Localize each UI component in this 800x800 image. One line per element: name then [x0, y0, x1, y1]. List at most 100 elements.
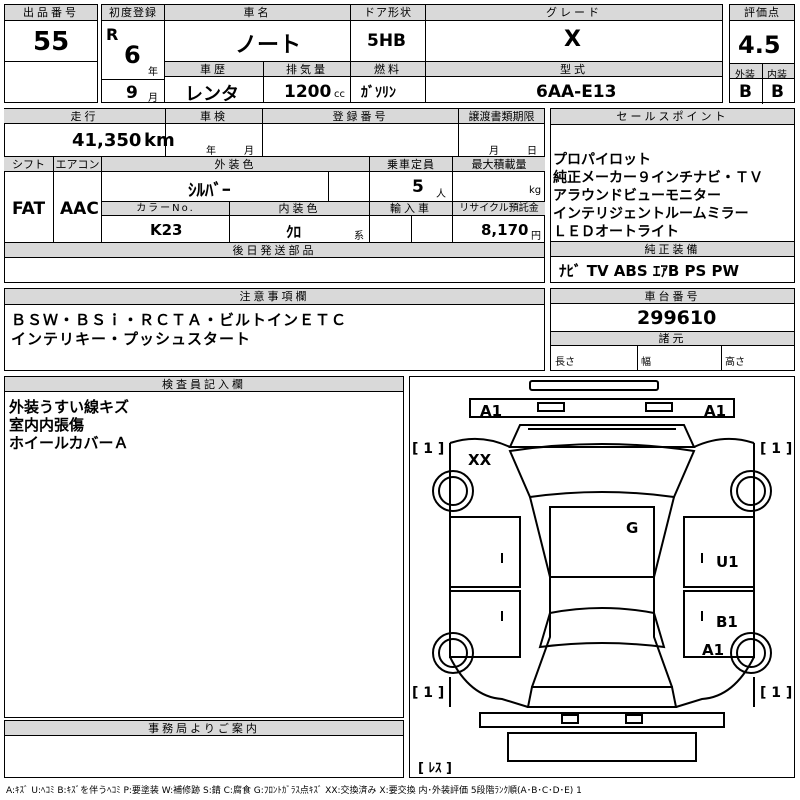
- mark-a1-front-right: A1: [704, 402, 727, 420]
- mark-u1: U1: [716, 553, 739, 571]
- exterior-label: 外装: [735, 70, 755, 81]
- capacity-cell: 乗車定員 5 人: [370, 157, 453, 201]
- car-name-value: ノート: [235, 33, 302, 58]
- chassis-value: 299610: [637, 307, 717, 329]
- transfer-day-unit: 日: [527, 146, 537, 157]
- notes-line-2: インテリキー・プッシュスタート: [11, 330, 252, 348]
- chassis-label: 車台番号: [551, 289, 794, 304]
- displacement-label: 排気量: [264, 62, 350, 77]
- ac-cell: エアコン AAC: [54, 157, 102, 243]
- era-value: R: [106, 25, 119, 44]
- maxload-label: 最大積載量: [453, 157, 545, 172]
- fuel-box: 燃料 ｶﾞｿﾘﾝ: [350, 61, 426, 103]
- shift-value: FAT: [12, 199, 46, 219]
- legend-text: A:ｷｽﾞ U:ﾍｺﾐ B:ｷｽﾞを伴うﾍｺﾐ P:要塗装 W:補修跡 S:錆 …: [6, 786, 582, 796]
- maxload-cell: 最大積載量 kg: [453, 157, 545, 201]
- model-value: 6AA-E13: [536, 82, 617, 102]
- capacity-unit: 人: [436, 189, 446, 200]
- shift-cell: シフト FAT: [4, 157, 54, 243]
- exterior-grade: B: [739, 82, 752, 102]
- import-cell: 輸入車: [370, 202, 453, 243]
- inspector-label: 検査員記入欄: [5, 377, 403, 392]
- mark-g: G: [626, 519, 639, 537]
- inspector-box: 検査員記入欄 外装うすい線キズ 室内内張傷 ホイールカバーＡ: [4, 376, 404, 718]
- later-parts-label: 後日発送部品: [5, 243, 544, 258]
- mileage-unit: km: [144, 130, 175, 151]
- recycle-value: 8,170: [481, 221, 529, 239]
- notes-box: 注意事項欄 ＢＳＷ・ＢＳｉ・ＲＣＴＡ・ビルトインＥＴＣ インテリキー・プッシュス…: [4, 288, 545, 371]
- grade-label: グレード: [426, 5, 722, 21]
- ac-label: エアコン: [54, 157, 101, 172]
- intcolor-label: 内装色: [230, 202, 369, 216]
- month-unit: 月: [148, 93, 158, 104]
- displacement-box: 排気量 1200 cc: [263, 61, 351, 103]
- history-box: 車歴 レンタ: [164, 61, 264, 105]
- year-value: 6: [124, 41, 141, 69]
- recycle-unit: 円: [531, 231, 541, 242]
- chassis-box: 車台番号 299610 諸元 長さ 幅 高さ: [550, 288, 795, 371]
- recycle-cell: リサイクル預託金 8,170 円: [453, 202, 545, 243]
- tire-rear-right: [ 1 ]: [760, 685, 793, 701]
- dims-label: 諸元: [551, 331, 794, 346]
- score-value: 4.5: [738, 31, 781, 59]
- sales-points-label: セールスポイント: [551, 109, 794, 125]
- mileage-value: 41,350: [72, 130, 142, 151]
- damage-diagram-box: A1 A1 XX G U1 B1 A1 [ 1 ] [ 1 ] [ 1 ] [ …: [409, 376, 795, 778]
- door-label: ドア形状: [351, 5, 425, 21]
- transfer-cell: 譲渡書類期限 月 日: [459, 108, 545, 157]
- lot-number-value: 55: [33, 27, 70, 57]
- mark-a1-rear: A1: [702, 641, 725, 659]
- capacity-value: 5: [412, 177, 424, 197]
- colorno-label: カラーNo.: [102, 202, 229, 216]
- later-parts-box: 後日発送部品: [4, 242, 545, 283]
- mileage-label: 走行: [4, 109, 165, 124]
- equipment-label: 純正装備: [551, 242, 794, 257]
- registration-label: 登録番号: [263, 109, 458, 124]
- transfer-label: 譲渡書類期限: [459, 109, 544, 124]
- grade-value: X: [564, 27, 581, 52]
- grade-box: グレード X: [425, 4, 723, 62]
- colorno-value: K23: [150, 221, 183, 239]
- inspector-line-2: 室内内張傷: [9, 416, 85, 434]
- mark-a1-front-left: A1: [480, 402, 503, 420]
- month-value: 9: [126, 83, 138, 103]
- inspector-line-3: ホイールカバーＡ: [9, 434, 129, 452]
- interior-grade: B: [771, 82, 784, 102]
- mark-b1: B1: [716, 613, 738, 631]
- width-label: 幅: [641, 357, 651, 368]
- color-label: 外装色: [102, 157, 369, 172]
- interior-label: 内装: [767, 70, 787, 81]
- length-label: 長さ: [555, 357, 575, 368]
- tire-front-left: [ 1 ]: [412, 441, 445, 457]
- office-box: 事務局よりご案内: [4, 720, 404, 778]
- inspection-label: 車検: [166, 109, 262, 124]
- notes-line-1: ＢＳＷ・ＢＳｉ・ＲＣＴＡ・ビルトインＥＴＣ: [11, 311, 348, 329]
- mileage-cell: 走行 41,350 km: [4, 108, 175, 156]
- displacement-value: 1200: [284, 82, 332, 102]
- equipment-value: ﾅﾋﾞ TV ABS ｴｱB PS PW: [559, 262, 740, 280]
- capacity-label: 乗車定員: [370, 157, 452, 172]
- notes-label: 注意事項欄: [5, 289, 544, 305]
- sales-point-4: インテリジェントルームミラー: [553, 206, 749, 222]
- model-label: 型式: [426, 62, 722, 77]
- sales-point-5: ＬＥＤオートライト: [553, 224, 679, 240]
- model-box: 型式 6AA-E13: [425, 61, 723, 103]
- lot-number-box: 出品番号 55: [4, 4, 98, 62]
- inspection-cell: 車検 年 月: [166, 108, 263, 157]
- color-cell: 外装色 ｼﾙﾊﾞｰ: [102, 157, 370, 201]
- first-registration-label: 初度登録: [102, 5, 164, 21]
- score-box: 評価点 4.5 外装 内装 B B: [729, 4, 795, 104]
- height-label: 高さ: [725, 357, 745, 368]
- intcolor-cell: 内装色 ｸﾛ 系: [230, 202, 370, 243]
- tire-rear-left: [ 1 ]: [412, 685, 445, 701]
- car-diagram: [432, 380, 772, 762]
- recycle-label: リサイクル預託金: [453, 202, 545, 216]
- color-value: ｼﾙﾊﾞｰ: [188, 181, 231, 201]
- spare-tire: [ ﾚｽ ]: [418, 761, 452, 776]
- door-box: ドア形状 5HB: [350, 4, 426, 62]
- transfer-month-unit: 月: [489, 146, 499, 157]
- office-label: 事務局よりご案内: [5, 721, 403, 736]
- score-label: 評価点: [730, 5, 794, 21]
- equipment-box: 純正装備 ﾅﾋﾞ TV ABS ｴｱB PS PW: [550, 241, 795, 283]
- sales-point-1: プロパイロット: [553, 152, 651, 168]
